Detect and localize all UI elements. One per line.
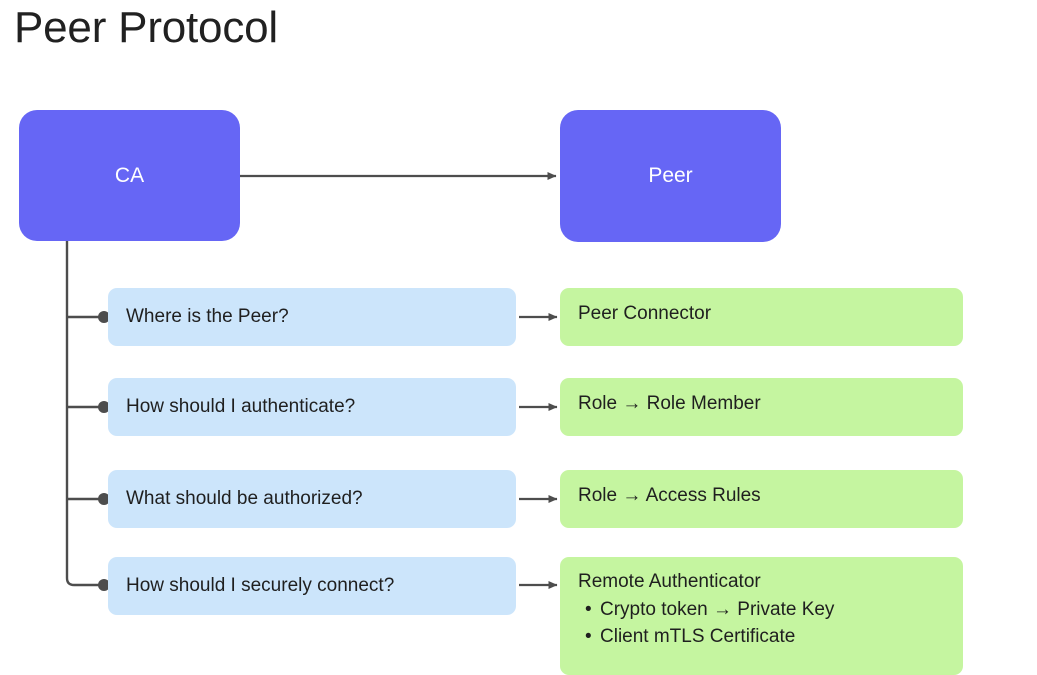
- answer-box-2[interactable]: Role → Role Member: [560, 378, 963, 436]
- answer-content-2: Role → Role Member: [578, 378, 761, 416]
- question-box-1[interactable]: Where is the Peer?: [108, 288, 516, 346]
- question-label-2: How should I authenticate?: [126, 396, 356, 417]
- question-label-3: What should be authorized?: [126, 488, 363, 509]
- answer-heading-4: Remote Authenticator: [578, 571, 761, 592]
- answer-heading-2: Role → Role Member: [578, 393, 761, 414]
- answer-content-3: Role → Access Rules: [578, 470, 761, 508]
- question-box-4[interactable]: How should I securely connect?: [108, 557, 516, 615]
- answer-heading-1: Peer Connector: [578, 303, 712, 324]
- bullet-icon: •: [585, 599, 592, 620]
- answer-content-4: Remote Authenticator • Crypto token → Pr…: [578, 557, 834, 650]
- answer-bullet-list-4: • Crypto token → Private Key • Client mT…: [578, 596, 834, 650]
- answer-content-1: Peer Connector: [578, 288, 711, 326]
- question-box-3[interactable]: What should be authorized?: [108, 470, 516, 528]
- question-label-1: Where is the Peer?: [126, 306, 289, 327]
- question-label-4: How should I securely connect?: [126, 575, 395, 596]
- bullet-label: Crypto token → Private Key: [600, 599, 835, 620]
- question-box-2[interactable]: How should I authenticate?: [108, 378, 516, 436]
- answer-box-3[interactable]: Role → Access Rules: [560, 470, 963, 528]
- node-peer-label: Peer: [648, 164, 693, 187]
- answer-box-4[interactable]: Remote Authenticator • Crypto token → Pr…: [560, 557, 963, 675]
- node-ca[interactable]: CA: [19, 110, 240, 241]
- node-ca-label: CA: [114, 163, 145, 187]
- trunk-line: [65, 240, 100, 587]
- node-peer[interactable]: Peer: [560, 110, 781, 242]
- list-item: • Crypto token → Private Key: [585, 596, 835, 623]
- answer-heading-3: Role → Access Rules: [578, 485, 761, 506]
- answer-box-1[interactable]: Peer Connector: [560, 288, 963, 346]
- list-item: • Client mTLS Certificate: [585, 623, 834, 650]
- bullet-label: Client mTLS Certificate: [600, 626, 796, 647]
- bullet-icon: •: [585, 626, 592, 647]
- page-title: Peer Protocol: [14, 3, 278, 52]
